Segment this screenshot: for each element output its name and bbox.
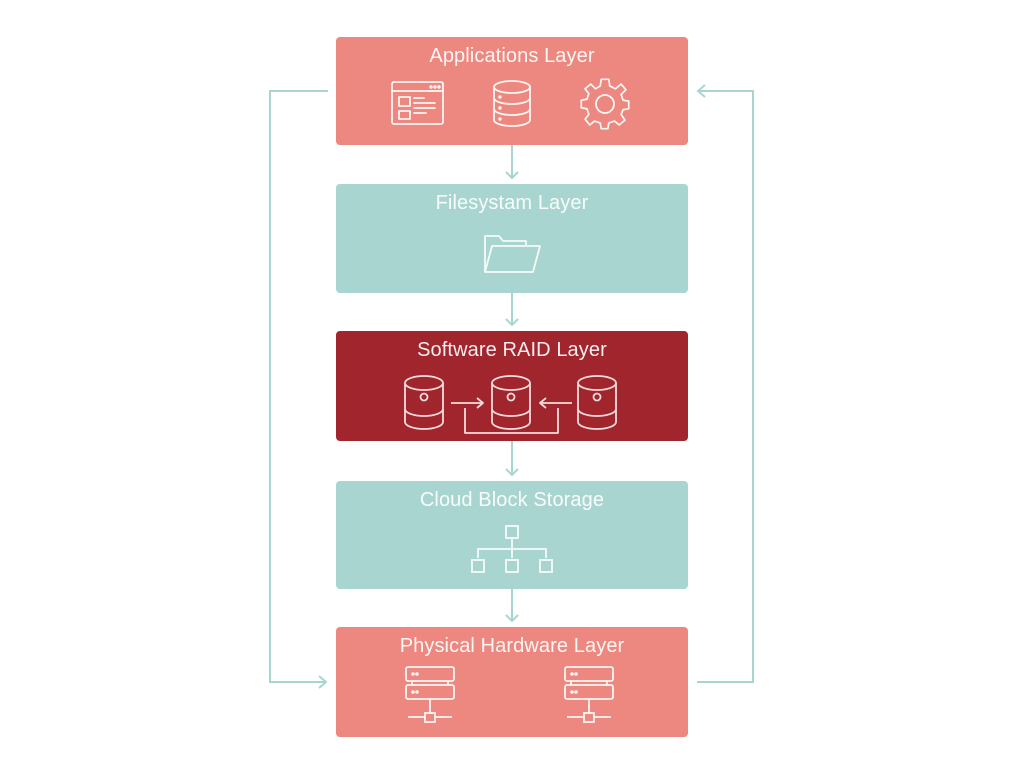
arrow-right-loop <box>696 84 754 683</box>
layer-title: Filesystam Layer <box>435 192 589 214</box>
arrow-left-loop <box>269 90 328 689</box>
arrow-cloud-to-hardware <box>505 589 519 623</box>
disk-icon <box>577 375 617 430</box>
folder-icon <box>484 235 541 273</box>
left-arrow-icon <box>539 397 572 409</box>
layer-title: Applications Layer <box>429 45 595 67</box>
arrow-apps-to-filesystem <box>505 145 519 180</box>
arrow-filesystem-to-raid <box>505 293 519 327</box>
application-window-icon <box>391 81 444 125</box>
hierarchy-icon <box>471 525 553 573</box>
layer-title: Software RAID Layer <box>417 339 607 361</box>
cloud-block-storage-layer: Cloud Block Storage <box>336 481 688 589</box>
disk-icon <box>404 375 444 430</box>
layer-title: Physical Hardware Layer <box>399 635 625 657</box>
bracket-link <box>464 408 559 434</box>
layer-title: Cloud Block Storage <box>419 489 605 511</box>
server-network-icon <box>405 666 455 723</box>
server-network-icon <box>564 666 614 723</box>
physical-hardware-layer: Physical Hardware Layer <box>336 627 688 737</box>
database-icon <box>493 80 531 127</box>
filesystem-layer: Filesystam Layer <box>336 184 688 293</box>
applications-layer: Applications Layer <box>336 37 688 145</box>
disk-icon <box>491 375 531 430</box>
gear-icon <box>580 78 630 130</box>
software-raid-layer: Software RAID Layer <box>336 331 688 441</box>
arrow-raid-to-cloud <box>505 441 519 477</box>
right-arrow-icon <box>451 397 484 409</box>
